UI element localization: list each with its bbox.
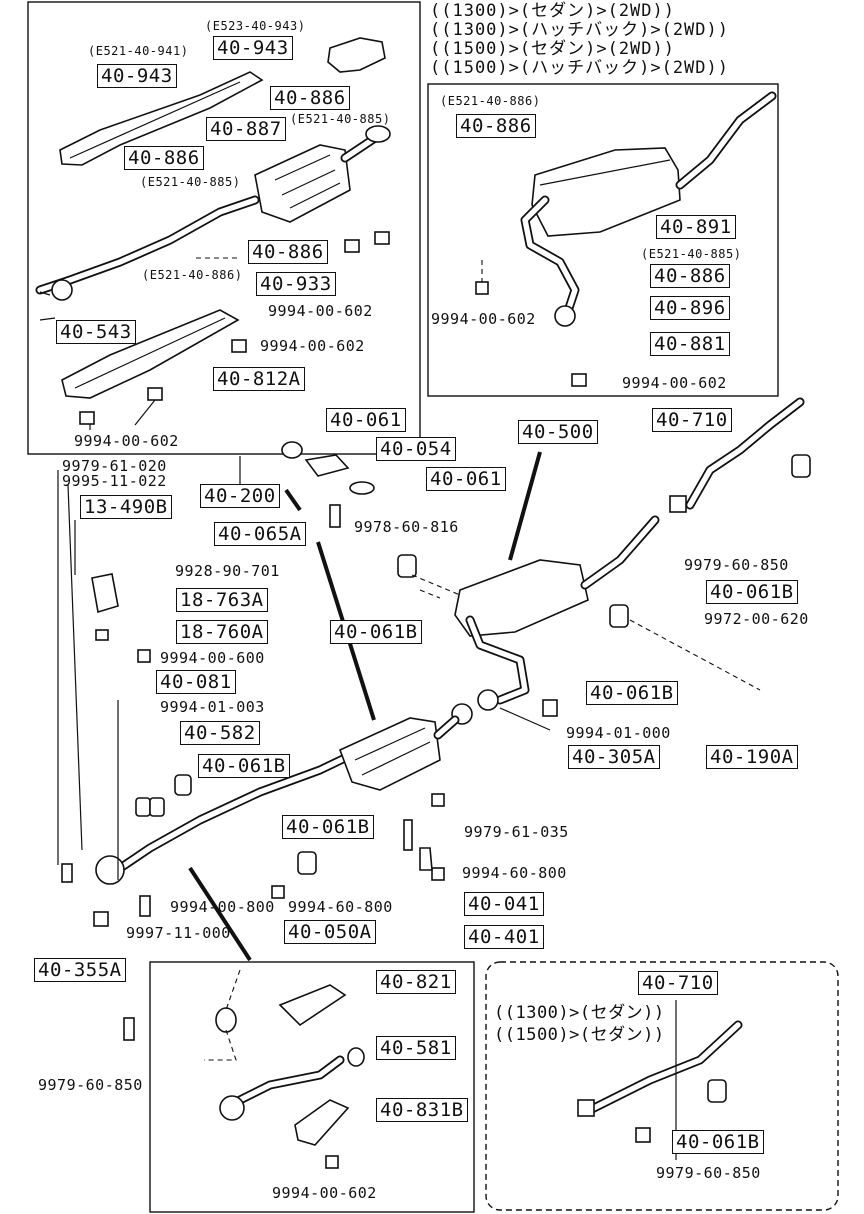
part-40-896[interactable]: 40-896 [650, 296, 730, 320]
condition-1500-sedan: ((1500)>(セダン)) [494, 1025, 665, 1045]
part-40-050a[interactable]: 40-050A [284, 920, 376, 944]
bolt-9978-60-816: 9978-60-816 [354, 518, 459, 536]
ref-e521-40-885-tr: (E521-40-885) [641, 247, 742, 261]
part-40-190a[interactable]: 40-190A [706, 745, 798, 769]
part-40-943-a[interactable]: 40-943 [213, 36, 293, 60]
part-40-831b[interactable]: 40-831B [376, 1098, 468, 1122]
part-40-061-b[interactable]: 40-061 [426, 467, 506, 491]
part-40-887[interactable]: 40-887 [206, 117, 286, 141]
ref-e521-40-885-a: (E521-40-885) [290, 112, 391, 126]
part-9995-11-022: 9995-11-022 [62, 472, 167, 490]
part-9928-90-701: 9928-90-701 [175, 562, 280, 580]
part-40-355a[interactable]: 40-355A [34, 958, 126, 982]
ref-e521-40-886: (E521-40-886) [142, 268, 243, 282]
nut-9994-00-800: 9994-00-800 [170, 898, 275, 916]
nut-9994-00-602-a: 9994-00-602 [268, 302, 373, 320]
part-40-081[interactable]: 40-081 [156, 670, 236, 694]
top-right-frame [427, 83, 779, 397]
bottom-right-frame [485, 961, 839, 1211]
part-40-886-tr-a[interactable]: 40-886 [456, 114, 536, 138]
bolt-9979-60-850-br: 9979-60-850 [656, 1164, 761, 1182]
part-40-061b-a[interactable]: 40-061B [330, 620, 422, 644]
part-40-065a[interactable]: 40-065A [214, 522, 306, 546]
part-40-881[interactable]: 40-881 [650, 332, 730, 356]
nut-9994-00-600: 9994-00-600 [160, 649, 265, 667]
part-40-812a[interactable]: 40-812A [213, 367, 305, 391]
bolt-9972-00-620: 9972-00-620 [704, 610, 809, 628]
part-40-061b-br[interactable]: 40-061B [672, 1130, 764, 1154]
part-40-061b-c[interactable]: 40-061B [586, 681, 678, 705]
part-9994-01-003: 9994-01-003 [160, 698, 265, 716]
nut-9994-00-602-bl: 9994-00-602 [272, 1184, 377, 1202]
part-40-200[interactable]: 40-200 [200, 484, 280, 508]
ref-e521-40-941: (E521-40-941) [88, 44, 189, 58]
part-40-710[interactable]: 40-710 [652, 408, 732, 432]
nut-9994-60-800-a: 9994-60-800 [462, 864, 567, 882]
part-40-305a[interactable]: 40-305A [568, 745, 660, 769]
nut-9994-01-000: 9994-01-000 [566, 724, 671, 742]
nut-9994-60-800-b: 9994-60-800 [288, 898, 393, 916]
part-40-886-a[interactable]: 40-886 [270, 86, 350, 110]
part-40-061b-e[interactable]: 40-061B [282, 815, 374, 839]
part-40-054[interactable]: 40-054 [376, 437, 456, 461]
nut-9994-00-602-c: 9994-00-602 [74, 432, 179, 450]
part-40-061b-d[interactable]: 40-061B [198, 754, 290, 778]
part-40-891[interactable]: 40-891 [656, 215, 736, 239]
part-13-490b[interactable]: 13-490B [80, 495, 172, 519]
part-40-821[interactable]: 40-821 [376, 970, 456, 994]
model-condition-3: ((1500)>(セダン)>(2WD)) [430, 39, 675, 59]
ref-e523-40-943: (E523-40-943) [205, 19, 306, 33]
model-condition-1: ((1300)>(セダン)>(2WD)) [430, 1, 675, 21]
part-40-543[interactable]: 40-543 [56, 320, 136, 344]
part-40-401[interactable]: 40-401 [464, 925, 544, 949]
part-40-582[interactable]: 40-582 [180, 721, 260, 745]
part-40-886-b[interactable]: 40-886 [124, 146, 204, 170]
nut-9994-00-602-b: 9994-00-602 [260, 337, 365, 355]
condition-1300-sedan: ((1300)>(セダン)) [494, 1003, 665, 1023]
part-18-760a[interactable]: 18-760A [176, 620, 268, 644]
part-40-943-b[interactable]: 40-943 [97, 64, 177, 88]
model-condition-4: ((1500)>(ハッチバック)>(2WD)) [430, 58, 729, 78]
model-condition-2: ((1300)>(ハッチバック)>(2WD)) [430, 20, 729, 40]
bolt-9979-60-850-a: 9979-60-850 [684, 556, 789, 574]
part-40-886-tr-b[interactable]: 40-886 [650, 264, 730, 288]
bolt-9979-60-850-bl: 9979-60-850 [38, 1076, 143, 1094]
ref-e521-40-886-tr: (E521-40-886) [440, 94, 541, 108]
part-40-933[interactable]: 40-933 [256, 272, 336, 296]
part-40-581[interactable]: 40-581 [376, 1036, 456, 1060]
top-left-frame [27, 1, 421, 455]
bolt-9979-61-020: 9979-61-020 [62, 457, 167, 475]
part-40-041[interactable]: 40-041 [464, 892, 544, 916]
part-40-061b-b[interactable]: 40-061B [706, 580, 798, 604]
part-40-500[interactable]: 40-500 [518, 420, 598, 444]
nut-9994-00-602-tr-a: 9994-00-602 [431, 310, 536, 328]
part-9997-11-000: 9997-11-000 [126, 924, 231, 942]
bolt-9979-61-035: 9979-61-035 [464, 823, 569, 841]
part-40-886-c[interactable]: 40-886 [248, 240, 328, 264]
part-18-763a[interactable]: 18-763A [176, 588, 268, 612]
part-40-061-a[interactable]: 40-061 [326, 408, 406, 432]
part-40-710-br[interactable]: 40-710 [638, 971, 718, 995]
bottom-left-frame [149, 961, 475, 1213]
ref-e521-40-885-b: (E521-40-885) [140, 175, 241, 189]
nut-9994-00-602-tr-b: 9994-00-602 [622, 374, 727, 392]
